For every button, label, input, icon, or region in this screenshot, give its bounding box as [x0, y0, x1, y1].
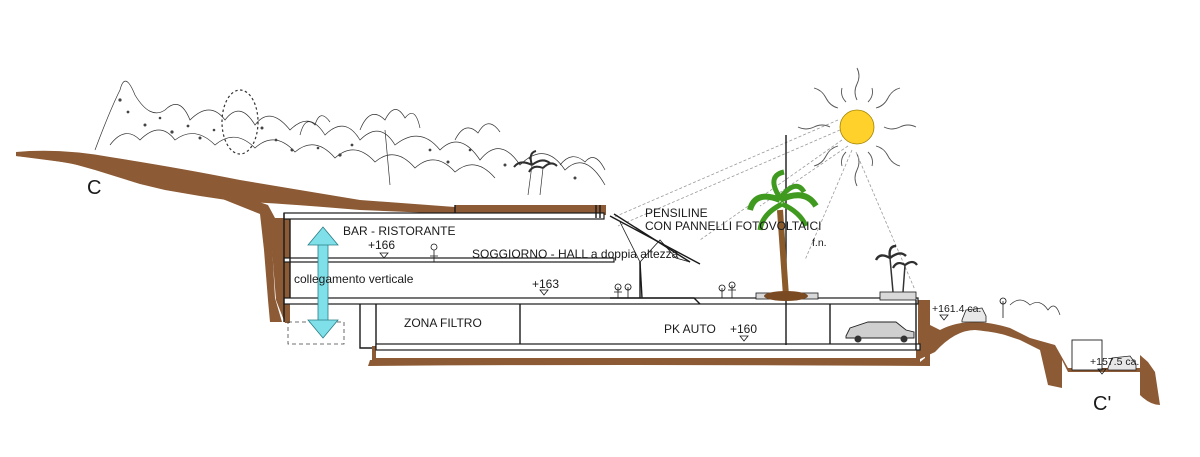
- vertical-link-arrow: [307, 226, 339, 339]
- hall-level: +163: [532, 277, 559, 291]
- photovoltaic-canopy: [609, 213, 701, 299]
- road-level: +161.4 ca.: [932, 303, 981, 315]
- parked-car: [845, 321, 915, 343]
- parking-level: +160: [730, 322, 757, 336]
- people-figures: [430, 243, 1007, 318]
- section-start-label: C: [87, 177, 101, 199]
- palm-tree: [747, 169, 819, 301]
- section-end-label: C': [1093, 393, 1111, 415]
- street-low-level: +157.5 ca.: [1090, 356, 1139, 368]
- bar-level: +166: [368, 238, 395, 252]
- canopy-label-line2: CON PANNELLI FOTOVOLTAICI: [645, 219, 821, 233]
- bar-label: BAR - RISTORANTE: [343, 224, 455, 238]
- filter-zone-label: ZONA FILTRO: [404, 316, 482, 330]
- building-section: [283, 205, 921, 351]
- solar-rays: [611, 119, 916, 291]
- canopy-label-line1: PENSILINE: [645, 206, 708, 220]
- parking-label: PK AUTO: [664, 322, 716, 336]
- ground-earth: [16, 150, 1160, 405]
- small-palms: [874, 244, 918, 293]
- sun-symbol: [797, 67, 917, 187]
- road-vehicles: [961, 307, 1137, 371]
- lounge-label: SOGGIORNO - HALL a doppia altezza: [472, 247, 679, 261]
- vertical-link-label: collegamento verticale: [294, 272, 414, 286]
- vegetation-sketch: [94, 80, 1061, 316]
- level-markers: [379, 252, 1107, 375]
- fn-label: f.n.: [812, 237, 827, 249]
